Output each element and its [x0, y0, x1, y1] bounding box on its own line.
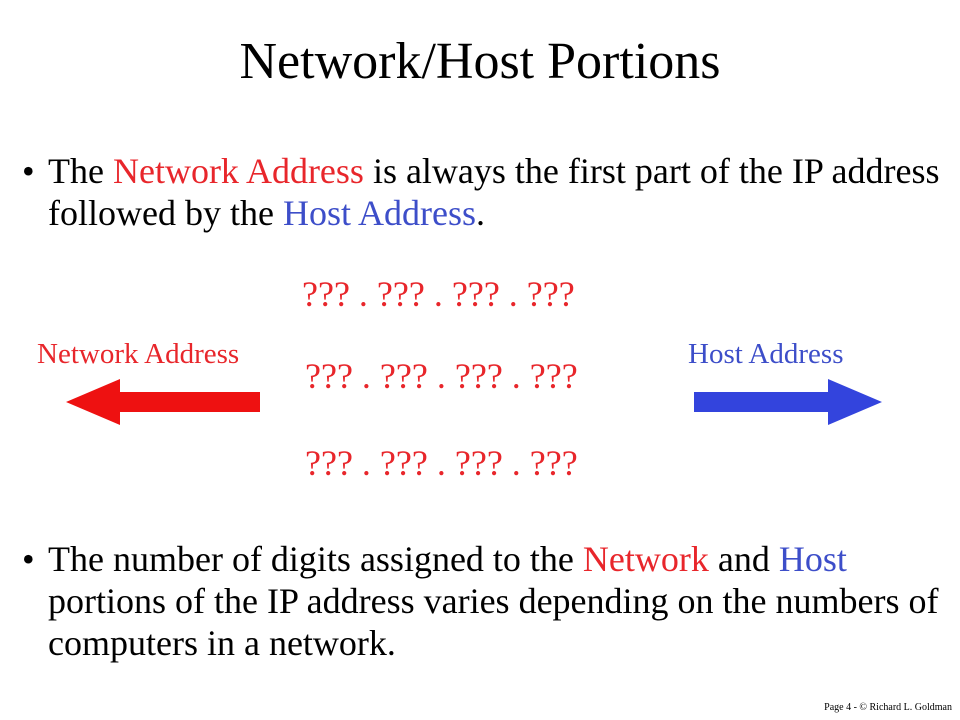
- bullet-marker: •: [22, 539, 35, 579]
- network-term: Network: [582, 539, 709, 579]
- right-arrow-shape: [694, 379, 882, 425]
- page-footer: Page 4 - © Richard L. Goldman: [824, 702, 952, 713]
- slide-title: Network/Host Portions: [239, 33, 721, 90]
- bullet-text-part: The number of digits assigned to the: [48, 539, 583, 579]
- host-address-label: Host Address: [688, 338, 844, 370]
- bullet-text: The Network Address is always the first …: [48, 150, 942, 234]
- left-arrow-shape: [66, 379, 260, 425]
- bullet-marker: •: [22, 151, 35, 191]
- ip-address-row: ??? . ??? . ??? . ???: [305, 443, 578, 483]
- bullet-text: The number of digits assigned to the Net…: [48, 538, 942, 664]
- bullet-text-part: The: [48, 151, 113, 191]
- network-address-label: Network Address: [37, 338, 240, 370]
- ip-address-row: ??? . ??? . ??? . ???: [305, 356, 578, 396]
- network-address-term: Network Address: [112, 151, 364, 191]
- bullet-text-part: .: [475, 193, 485, 233]
- bullet-network-host-order: • The Network Address is always the firs…: [22, 150, 942, 234]
- bullet-text-part: portions of the IP address varies depend…: [48, 581, 939, 663]
- right-arrow-icon: [694, 379, 882, 425]
- bullet-text-part: and: [708, 539, 779, 579]
- host-address-term: Host Address: [282, 193, 476, 233]
- left-arrow-icon: [66, 379, 260, 425]
- bullet-text-part: is always the first part of the IP addre…: [48, 151, 940, 233]
- ip-address-row: ??? . ??? . ??? . ???: [302, 274, 575, 314]
- host-term: Host: [778, 539, 847, 579]
- bullet-digit-assignment: • The number of digits assigned to the N…: [22, 538, 942, 664]
